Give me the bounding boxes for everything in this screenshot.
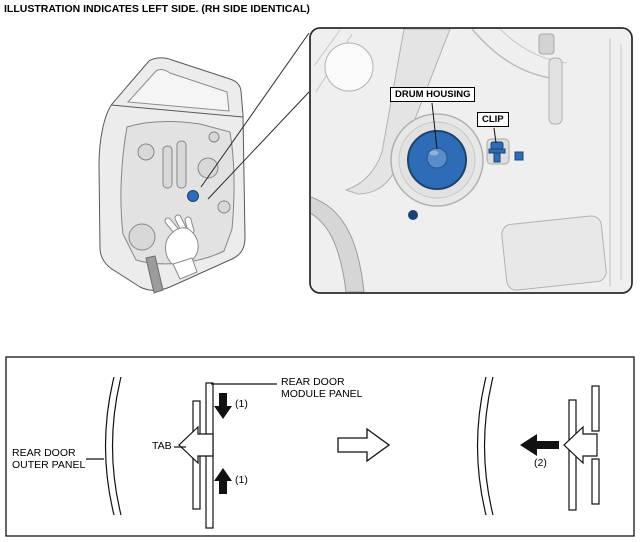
outer-panel-arc-left	[111, 376, 122, 516]
harness-tube	[311, 195, 365, 292]
module-panel-strip-right	[591, 458, 600, 505]
step-2-label: (2)	[534, 457, 547, 469]
callout-box	[309, 27, 633, 294]
drum-housing-label: DRUM HOUSING	[390, 87, 476, 102]
outer-panel-arc-left	[104, 376, 115, 516]
magnifier-leader-lines	[200, 32, 310, 200]
tab-graphic-right	[563, 425, 598, 465]
assembly-diagram	[5, 356, 635, 537]
module-panel-strip-right	[591, 385, 600, 432]
arrow-up-icon	[214, 468, 232, 494]
clip-label: CLIP	[477, 112, 509, 127]
tab-label: TAB	[152, 440, 172, 452]
drum-location-dot	[187, 190, 199, 202]
outer-panel-arc-right	[483, 376, 494, 516]
step-1-label-bottom: (1)	[235, 474, 248, 486]
illustration-note: ILLUSTRATION INDICATES LEFT SIDE. (RH SI…	[4, 3, 310, 15]
drum-housing-leader-line	[431, 102, 438, 150]
rear-door-outer-panel-label: REAR DOOR OUTER PANEL	[12, 447, 86, 471]
door-window-opening	[126, 69, 230, 112]
rear-door-module-panel-label: REAR DOOR MODULE PANEL	[281, 376, 363, 400]
callout-interior	[311, 29, 622, 292]
tab-graphic	[178, 425, 214, 465]
hand-icon	[164, 214, 199, 280]
clip-graphic	[486, 138, 524, 165]
direction-arrow-right-icon	[337, 427, 391, 463]
step-1-label-top: (1)	[235, 398, 248, 410]
outer-panel-arc-right	[476, 376, 487, 516]
speaker-hole	[128, 223, 156, 251]
arrow-down-icon	[214, 393, 232, 419]
rear-door-illustration	[98, 57, 246, 294]
bolt-hole-dot	[408, 210, 418, 220]
arrow-left-icon	[520, 434, 559, 456]
clip-leader-line	[493, 127, 497, 144]
door-run-channel	[145, 255, 164, 294]
